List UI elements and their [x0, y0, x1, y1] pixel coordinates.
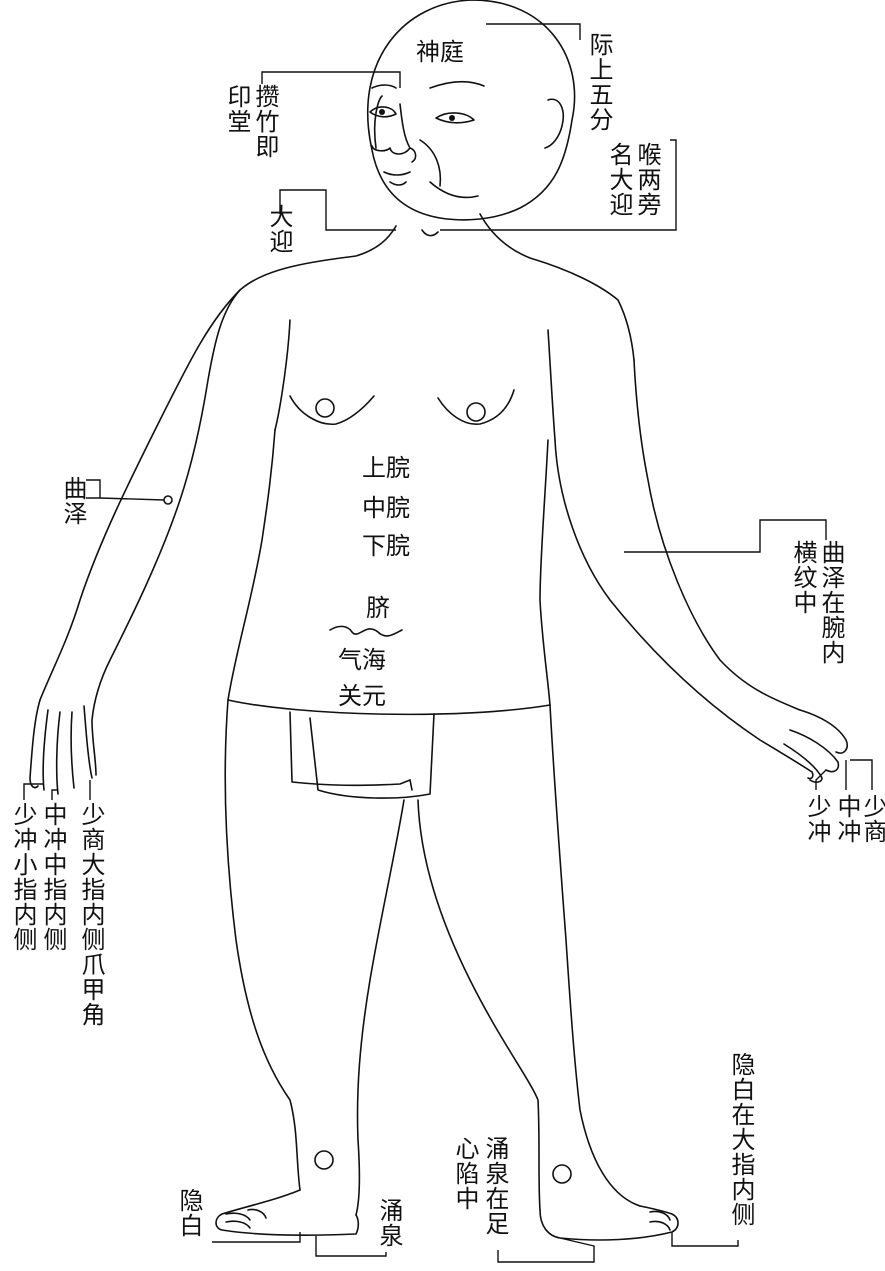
- label-hengwen-zhong: 横纹中: [790, 540, 816, 615]
- label-zhongchong-right: 中冲: [834, 794, 860, 844]
- label-houliangpang: 喉两旁: [634, 142, 660, 217]
- label-ming-daying: 名大迎: [606, 142, 632, 217]
- label-yongquan-left: 涌泉: [376, 1198, 402, 1248]
- label-xin-xianzhong: 心陷中: [452, 1136, 478, 1211]
- label-shangwan: 上脘: [362, 456, 410, 480]
- loincloth: [290, 712, 434, 798]
- label-shaoshang-right: 少商: [860, 794, 885, 844]
- label-xiawan: 下脘: [362, 534, 410, 558]
- label-yongquan-zai: 涌泉在足: [482, 1136, 508, 1236]
- label-yinbai-left: 隐白: [176, 1188, 202, 1238]
- label-shenting: 神庭: [416, 40, 464, 64]
- label-zhongchong-left: 中冲中指内侧: [40, 802, 66, 952]
- legs: [216, 700, 678, 1240]
- label-yintang: 印堂: [224, 84, 250, 134]
- label-jishang-wufen: 际上五分: [586, 32, 612, 132]
- head-outline: [368, 0, 575, 220]
- label-shaochong-right: 少冲: [804, 794, 830, 844]
- label-yinbai-zai: 隐白在大指内侧: [728, 1052, 754, 1227]
- left-arm: [30, 290, 240, 794]
- label-qihai: 气海: [338, 648, 386, 672]
- label-quze-wan: 曲泽在腕内: [818, 540, 844, 665]
- label-zanzhu: 攒竹即: [252, 84, 278, 159]
- label-zhongwan: 中脘: [362, 496, 410, 520]
- label-daying: 大迎: [266, 204, 292, 254]
- label-quze-left: 曲泽: [60, 476, 86, 526]
- label-shaochong-left: 少冲小指内侧: [10, 802, 36, 952]
- label-guanyuan: 关元: [338, 684, 386, 708]
- label-shaoshang-left: 少商大指内侧爪甲角: [78, 802, 104, 1027]
- label-qi: 脐: [366, 596, 390, 620]
